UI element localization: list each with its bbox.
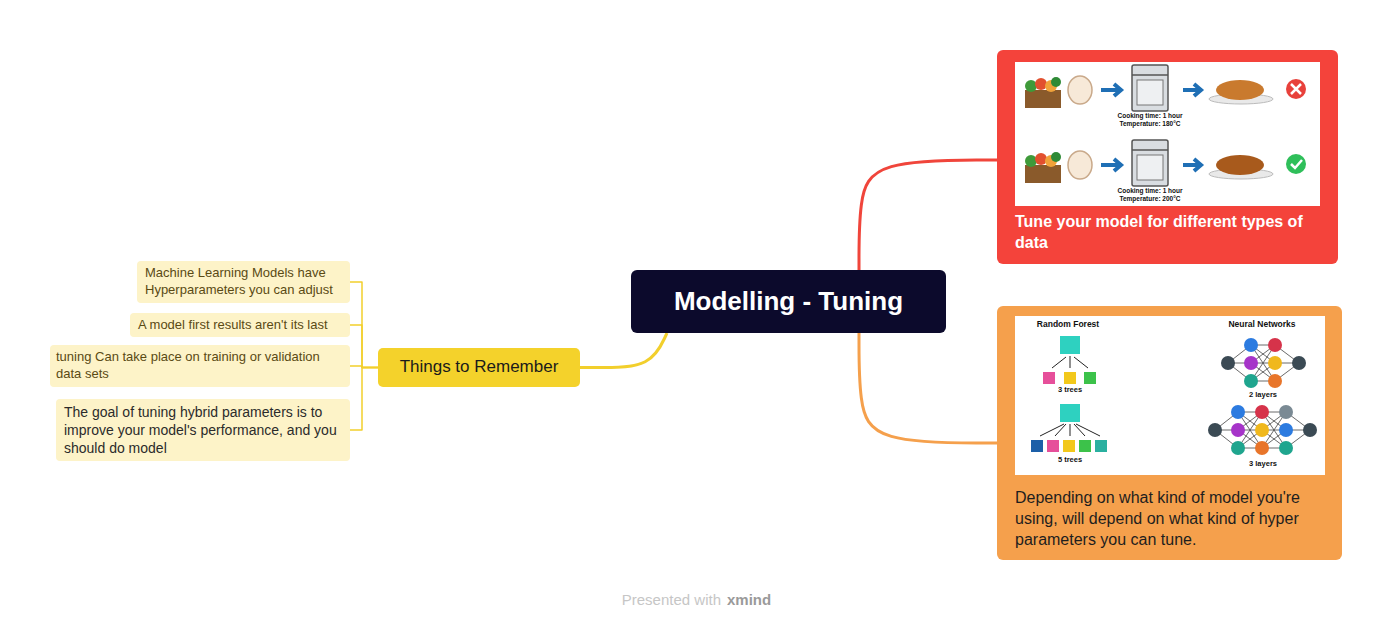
topic-text: Things to Remember [400, 356, 559, 378]
branch-connector [350, 368, 378, 431]
branch-connector [859, 333, 997, 443]
topic-text: Modelling - Tuning [674, 285, 903, 319]
image-topic: Tune your model for different types of d… [997, 50, 1338, 264]
figure-label: 3 trees [1058, 386, 1082, 394]
topic-text: The goal of tuning hybrid parameters is … [64, 403, 342, 458]
note-box: tuning Can take place on training or val… [50, 345, 350, 387]
figure-label: 3 layers [1249, 460, 1277, 468]
figure-label: Cooking time: 1 hour [1118, 188, 1183, 195]
branch-connector [859, 160, 997, 270]
figure-label: 2 layers [1249, 391, 1277, 399]
branch-connector [350, 282, 378, 368]
figure-label: 5 trees [1058, 456, 1082, 464]
topic-text: Depending on what kind of model you're u… [1015, 488, 1326, 550]
watermark: Presented with xmind [0, 591, 1393, 608]
figure-label: Temperature: 200°C [1119, 196, 1180, 203]
note-box: Machine Learning Models have Hyperparame… [137, 261, 350, 303]
figure-label: Neural Networks [1228, 320, 1295, 329]
topic-text: tuning Can take place on training or val… [56, 349, 344, 383]
branch-connector [580, 333, 667, 368]
figure-label: Random Forest [1037, 320, 1099, 329]
topic-text: A model first results aren't its last [138, 317, 342, 334]
topic-text: Machine Learning Models have Hyperparame… [145, 265, 342, 299]
figure-label: Temperature: 180°C [1119, 121, 1180, 128]
watermark-text: Presented with [622, 591, 721, 608]
note-box: The goal of tuning hybrid parameters is … [56, 399, 350, 462]
branch-topic: Things to Remember [378, 348, 580, 387]
topic-text: Tune your model for different types of d… [1015, 212, 1322, 254]
figure-label: Cooking time: 1 hour [1118, 113, 1183, 120]
note-box: A model first results aren't its last [130, 313, 350, 338]
branch-connector [350, 325, 378, 368]
image-topic: Depending on what kind of model you're u… [997, 306, 1342, 560]
central-topic: Modelling - Tuning [631, 270, 946, 333]
watermark-text: xmind [727, 591, 771, 608]
